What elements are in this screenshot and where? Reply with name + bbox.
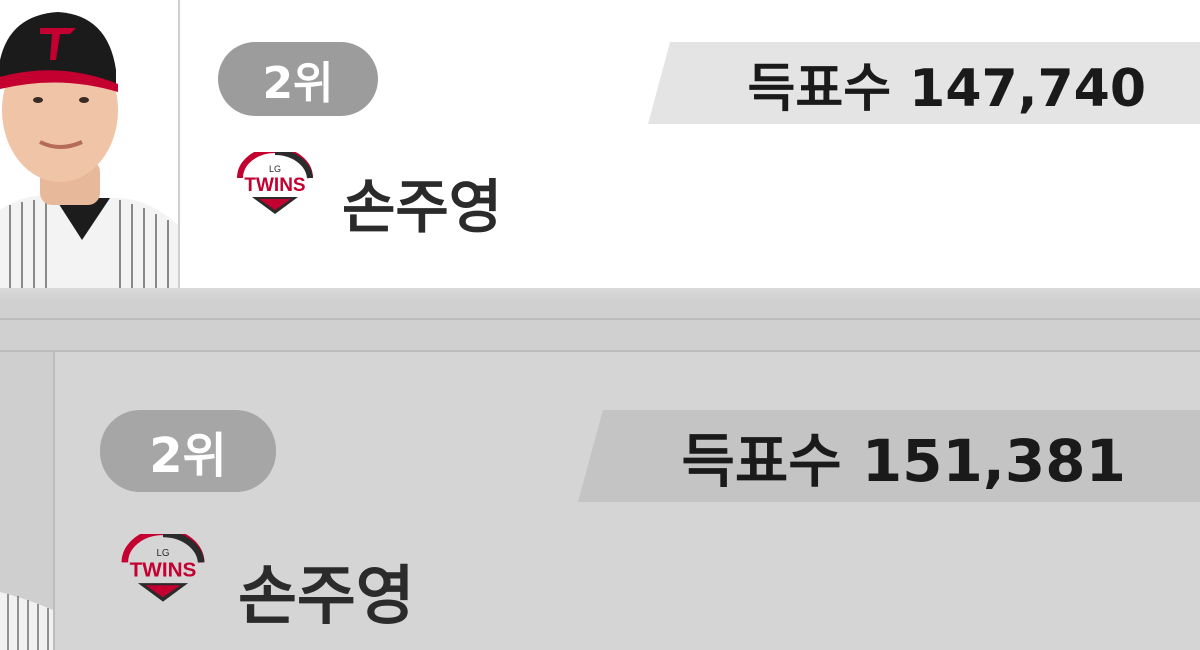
player-photo (0, 0, 180, 288)
lg-twins-logo-icon: LG TWINS (237, 152, 313, 214)
divider-line (0, 318, 1200, 320)
player-avatar-icon (0, 592, 53, 650)
lg-twins-logo-icon: LG TWINS (121, 534, 205, 602)
rank-badge: 2위 (100, 410, 276, 492)
player-name: 손주영 (238, 560, 415, 634)
svg-text:TWINS: TWINS (130, 559, 197, 582)
player-avatar-icon (0, 0, 178, 288)
card-divider (0, 288, 1200, 302)
player-name: 손주영 (342, 173, 503, 241)
svg-text:LG: LG (269, 164, 281, 174)
vote-count: 득표수 151,381 (578, 410, 1200, 502)
svg-text:TWINS: TWINS (244, 175, 305, 196)
vote-count: 득표수 147,740 (648, 42, 1200, 124)
player-photo-partial (0, 580, 53, 650)
divider-line (0, 350, 1200, 352)
svg-text:LG: LG (156, 548, 169, 559)
vote-card-current: 2위 득표수 147,740 LG TWINS 손주영 (0, 0, 1200, 288)
rank-badge: 2위 (218, 42, 378, 116)
